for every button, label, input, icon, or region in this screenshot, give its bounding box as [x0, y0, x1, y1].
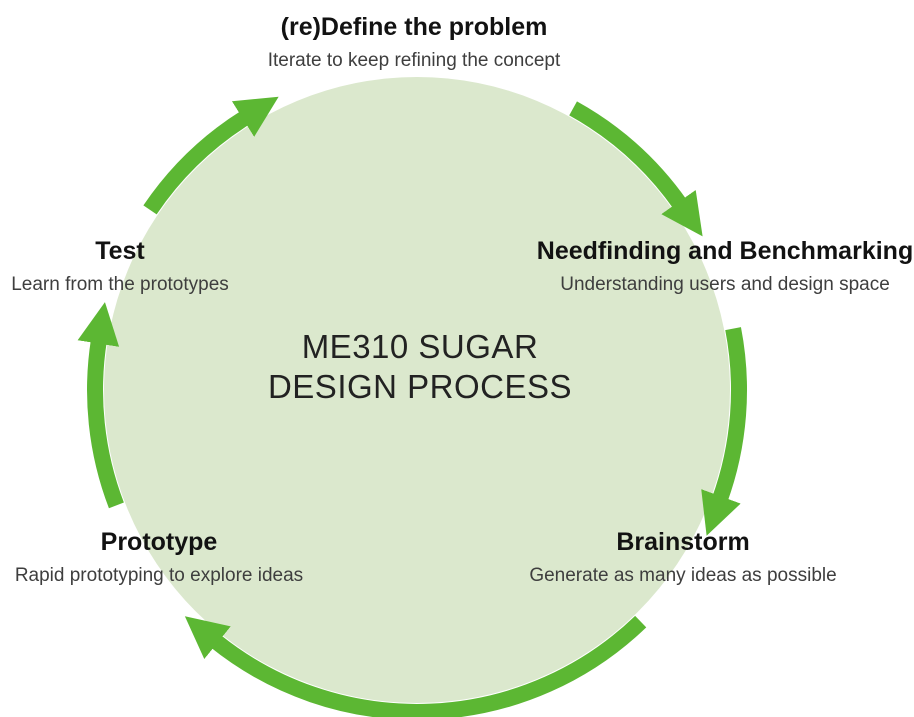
stage-test-title: Test	[95, 237, 145, 265]
stage-needfinding: Needfinding and Benchmarking Understandi…	[537, 236, 913, 297]
stage-prototype-description: Rapid prototyping to explore ideas	[14, 565, 304, 586]
stage-redefine-title: (re)Define the problem	[280, 13, 548, 41]
cycle-arrow-test-to-redefine	[143, 96, 279, 215]
cycle-arrow-prototype-to-test	[77, 302, 124, 509]
cycle-arrow-redefine-to-needfinding	[569, 101, 703, 237]
cycle-circle	[104, 77, 730, 703]
center-title-line2: DESIGN PROCESS	[267, 368, 573, 405]
stage-redefine-description: Iterate to keep refining the concept	[267, 50, 561, 71]
stage-redefine: (re)Define the problem Iterate to keep r…	[268, 12, 561, 73]
stage-needfinding-description: Understanding users and design space	[560, 274, 890, 295]
cycle-arrows	[77, 96, 747, 717]
center-title: ME310 SUGAR DESIGN PROCESS	[268, 327, 572, 407]
stage-prototype-title: Prototype	[100, 528, 218, 556]
cycle-arrow-needfinding-to-brainstorm	[701, 327, 747, 536]
center-title-line1: ME310 SUGAR	[301, 328, 539, 365]
stage-brainstorm-title: Brainstorm	[616, 528, 750, 556]
stage-brainstorm-description: Generate as many ideas as possible	[529, 565, 837, 586]
stage-brainstorm: Brainstorm Generate as many ideas as pos…	[529, 527, 836, 588]
stage-test: Test Learn from the prototypes	[11, 236, 229, 297]
stage-needfinding-title: Needfinding and Benchmarking	[536, 237, 914, 265]
stage-test-description: Learn from the prototypes	[11, 274, 229, 295]
stage-prototype: Prototype Rapid prototyping to explore i…	[15, 527, 303, 588]
cycle-arrow-brainstorm-to-prototype	[184, 615, 647, 717]
